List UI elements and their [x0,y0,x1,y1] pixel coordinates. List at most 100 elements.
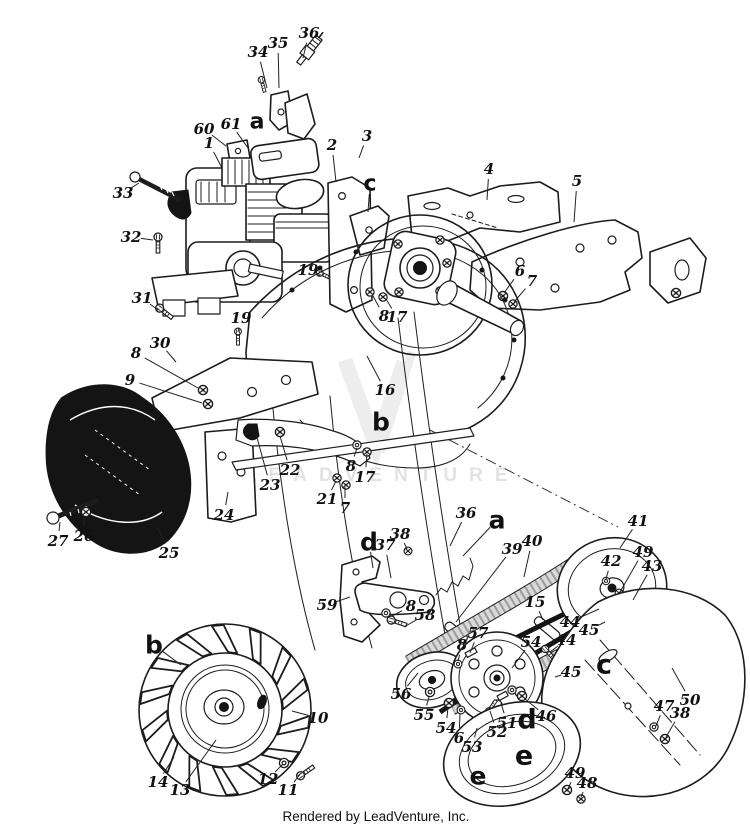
leader-line [353,447,358,457]
leader-line [632,574,648,601]
callout-8: 8 [457,636,468,654]
leader-line [573,190,577,223]
callout-14: 14 [148,773,169,791]
callout-49: 49 [633,543,654,561]
callout-39: 39 [502,540,523,558]
callout-7: 7 [527,272,538,290]
leader-line [386,554,392,579]
leader-line [139,382,203,404]
bolt-33 [129,171,182,203]
spark-plug [296,31,324,66]
leader-line [391,610,403,617]
frame-brackets-drawing [327,176,707,313]
leader-line [469,642,475,654]
callout-26: 26 [73,527,95,545]
section-letter-a: a [489,506,506,535]
leader-line [157,527,166,545]
callout-21: 21 [316,490,338,508]
callout-40: 40 [522,532,543,550]
callout-38: 38 [390,525,411,543]
leader-line [500,702,505,714]
callout-22: 22 [279,461,301,479]
callout-7: 7 [340,499,351,517]
wheel-tread-lug [141,709,169,743]
leader-line [489,710,495,723]
section-letter-c: c [363,172,376,197]
leader-line [291,710,309,716]
wheel-tread-lug [276,715,311,736]
leader-line [549,645,559,653]
leader-line [524,698,539,711]
callout-51: 51 [497,714,518,732]
leader-line [185,739,217,783]
leader-line [166,350,177,363]
leader-line [486,178,489,201]
leader-line [503,278,515,294]
callout-8: 8 [379,307,390,325]
leader-line [213,151,223,169]
leader-line [161,650,182,666]
callout-43: 43 [642,557,663,575]
leader-line [370,551,374,569]
callout-50: 50 [680,691,701,709]
leader-line [336,596,351,603]
leader-line [316,274,321,277]
callout-56: 56 [391,685,412,703]
leader-line [225,491,229,506]
leader-line [302,42,308,59]
leader-line [474,727,478,738]
callout-36: 36 [456,504,477,522]
wheel-tread-lug [210,624,239,655]
callout-9: 9 [125,371,136,389]
callout-31: 31 [132,289,153,307]
leader-line [671,667,686,692]
callout-61: 61 [221,115,242,133]
callout-30: 30 [150,334,171,352]
leader-line [403,619,417,628]
callout-8: 8 [131,344,142,362]
callout-44: 44 [560,613,581,631]
callout-6: 6 [454,729,465,747]
callout-13: 13 [170,781,191,799]
section-letter-b: b [145,631,163,660]
leader-line [567,781,572,790]
callout-53: 53 [462,738,483,756]
callout-44: 44 [556,631,577,649]
callout-59: 59 [317,596,338,614]
callout-36: 36 [299,24,320,42]
leader-line [462,526,491,557]
callout-60: 60 [194,120,215,138]
leader-line [403,542,408,550]
section-letter-c: c [596,650,612,681]
callout-47: 47 [654,697,675,715]
callout-11: 11 [278,781,299,799]
callout-42: 42 [601,552,622,570]
wheel-tread-lug [188,754,202,793]
callout-45: 45 [579,621,600,639]
wheel-tread-lug [139,684,174,705]
callout-2: 2 [326,136,337,154]
callout-16: 16 [375,381,396,399]
engine-drawing [129,31,335,346]
leader-line [140,237,154,241]
tine-shield-drawing [151,214,619,651]
callout-24: 24 [213,506,235,524]
callout-27: 27 [47,532,69,550]
watermark-text: LEADVENTURE [245,465,520,486]
callout-54: 54 [521,633,542,651]
leader-line [236,131,249,149]
callout-5: 5 [572,172,582,190]
leader-line [277,52,280,89]
callout-15: 15 [525,593,546,611]
wheel-drawing [138,623,317,797]
callout-41: 41 [628,512,649,530]
leader-line [523,550,531,578]
callout-58: 58 [415,606,436,624]
wheel-tread-lug [260,747,300,763]
callout-38: 38 [670,704,691,722]
leader-line [58,521,61,532]
leader-line [385,298,393,309]
callout-48: 48 [577,774,598,792]
leader-line [332,154,337,183]
